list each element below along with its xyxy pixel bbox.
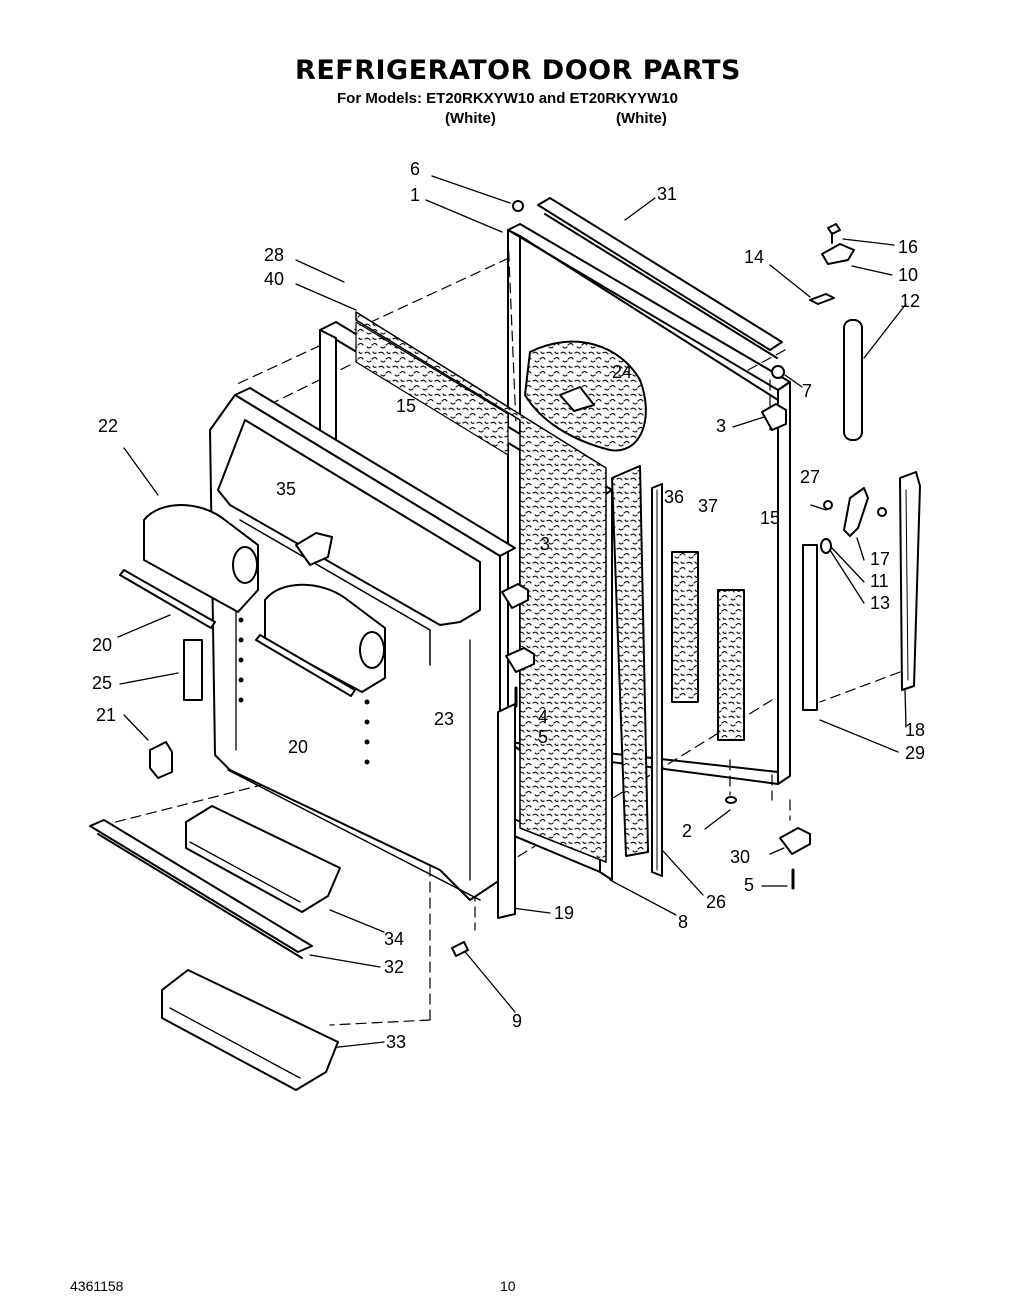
model-color-2: (White): [616, 110, 667, 127]
callout-label: 3: [540, 534, 551, 554]
callout-label: 1: [410, 185, 421, 205]
trim-18: [899, 471, 921, 691]
insulation-strip-36: [671, 551, 699, 703]
callout-label: 14: [744, 247, 765, 267]
callout-label: 27: [800, 467, 821, 487]
shelf-rail-32: [89, 819, 313, 953]
bottom-hinge-30: [779, 827, 811, 855]
shelf-bar-20b: [255, 634, 356, 697]
callout-label: 26: [706, 892, 727, 912]
model-list: For Models: ET20RKXYW10 and ET20RKYYW10: [337, 90, 678, 107]
grommet-2: [725, 796, 737, 804]
callout-label: 36: [664, 487, 685, 507]
callout-label: 17: [870, 549, 891, 569]
bracket-25: [183, 639, 203, 701]
hinge-4: [505, 647, 535, 673]
callout-label: 9: [512, 1011, 523, 1031]
shim-14: [809, 293, 835, 305]
hinge-bracket-10: [821, 243, 855, 265]
document-number: 4361158: [70, 1278, 124, 1294]
page-title: REFRIGERATOR DOOR PARTS: [295, 55, 741, 86]
stop-pin-7: [771, 365, 785, 379]
hinge-screw-16: [827, 223, 841, 244]
callout-label: 20: [288, 737, 309, 757]
trim-29: [802, 544, 818, 711]
shelf-bar-20a: [119, 569, 216, 629]
callout-label: 5: [538, 727, 549, 747]
insulation-panel-40: [355, 311, 607, 863]
hinge-pin-cover-12: [843, 319, 863, 441]
callout-label: 23: [434, 709, 455, 729]
shelf-bin-23: [264, 583, 386, 693]
callout-label: 29: [905, 743, 926, 763]
screw-17: [877, 507, 887, 517]
washer-13: [820, 538, 832, 554]
callout-label: 25: [92, 673, 113, 693]
callout-label: 10: [898, 265, 919, 285]
bracket-24: [559, 386, 595, 412]
callout-label: 7: [802, 381, 813, 401]
callout-label: 40: [264, 269, 285, 289]
model-color-1: (White): [445, 110, 496, 127]
callout-label: 3: [716, 416, 727, 436]
callout-label: 21: [96, 705, 117, 725]
callout-label: 35: [276, 479, 297, 499]
callout-label: 33: [386, 1032, 407, 1052]
callout-label: 13: [870, 593, 891, 613]
callout-label: 32: [384, 957, 405, 977]
hinge-3-mid: [501, 583, 529, 609]
screw-9: [451, 941, 469, 957]
callout-label: 5: [744, 875, 755, 895]
handle-27: [843, 487, 869, 537]
bin-33: [161, 969, 339, 1091]
shelf-bin-22: [143, 504, 259, 613]
callout-label: 24: [612, 362, 633, 382]
callout-label: 15: [396, 396, 417, 416]
callout-label: 11: [870, 571, 889, 591]
breaker-strip-19: [497, 703, 516, 919]
callout-label: 2: [682, 821, 693, 841]
hinge-3-top: [761, 403, 787, 431]
callout-label: 31: [657, 184, 678, 204]
insulation-strip-main: [611, 465, 649, 857]
callout-label: 22: [98, 416, 119, 436]
callout-label: 12: [900, 291, 921, 311]
screw-27: [823, 500, 833, 510]
callout-label: 16: [898, 237, 919, 257]
callout-label: 6: [410, 159, 421, 179]
callout-label: 28: [264, 245, 285, 265]
callout-label: 34: [384, 929, 405, 949]
insulation-strip-37: [717, 589, 745, 741]
top-cap-31: [537, 197, 783, 351]
callout-label: 4: [538, 707, 549, 727]
page-number: 10: [500, 1278, 516, 1294]
screw-6: [512, 200, 524, 212]
callout-label: 20: [92, 635, 113, 655]
callout-label: 15: [760, 508, 781, 528]
shelf-bracket-35: [295, 532, 333, 566]
callout-label: 30: [730, 847, 751, 867]
callout-label: 37: [698, 496, 719, 516]
callout-label: 18: [905, 720, 926, 740]
callout-label: 8: [678, 912, 689, 932]
clip-21: [149, 741, 173, 779]
callout-label: 19: [554, 903, 575, 923]
bin-34: [185, 805, 341, 913]
